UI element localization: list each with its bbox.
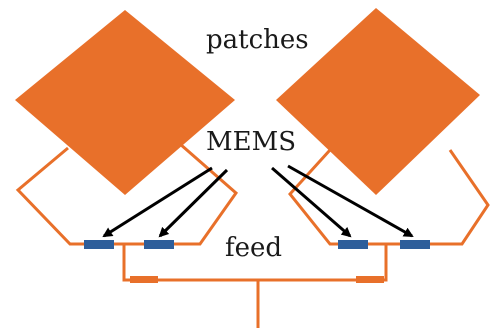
mems-arrow-1 — [102, 166, 213, 238]
mems-arrow-4 — [287, 164, 414, 238]
mems-arrow-2 — [158, 168, 229, 238]
feed-network-right-branch — [258, 244, 388, 282]
mems-label: MEMS — [206, 127, 296, 157]
feed-network-left-branch — [122, 244, 258, 282]
mems-switch-4 — [400, 240, 430, 249]
left-feed-loop — [15, 142, 239, 246]
feed-segment-left — [130, 276, 158, 283]
mems-switch-1 — [84, 240, 114, 249]
left-patch — [15, 10, 235, 195]
mems-switch-3 — [338, 240, 368, 249]
mems-switch-2 — [144, 240, 174, 249]
feed-segment-right — [356, 276, 384, 283]
mems-arrow-3 — [271, 166, 352, 238]
feed-label: feed — [225, 233, 282, 263]
right-feed-loop — [288, 148, 490, 246]
patches-label: patches — [206, 25, 309, 55]
right-patch — [276, 8, 480, 195]
